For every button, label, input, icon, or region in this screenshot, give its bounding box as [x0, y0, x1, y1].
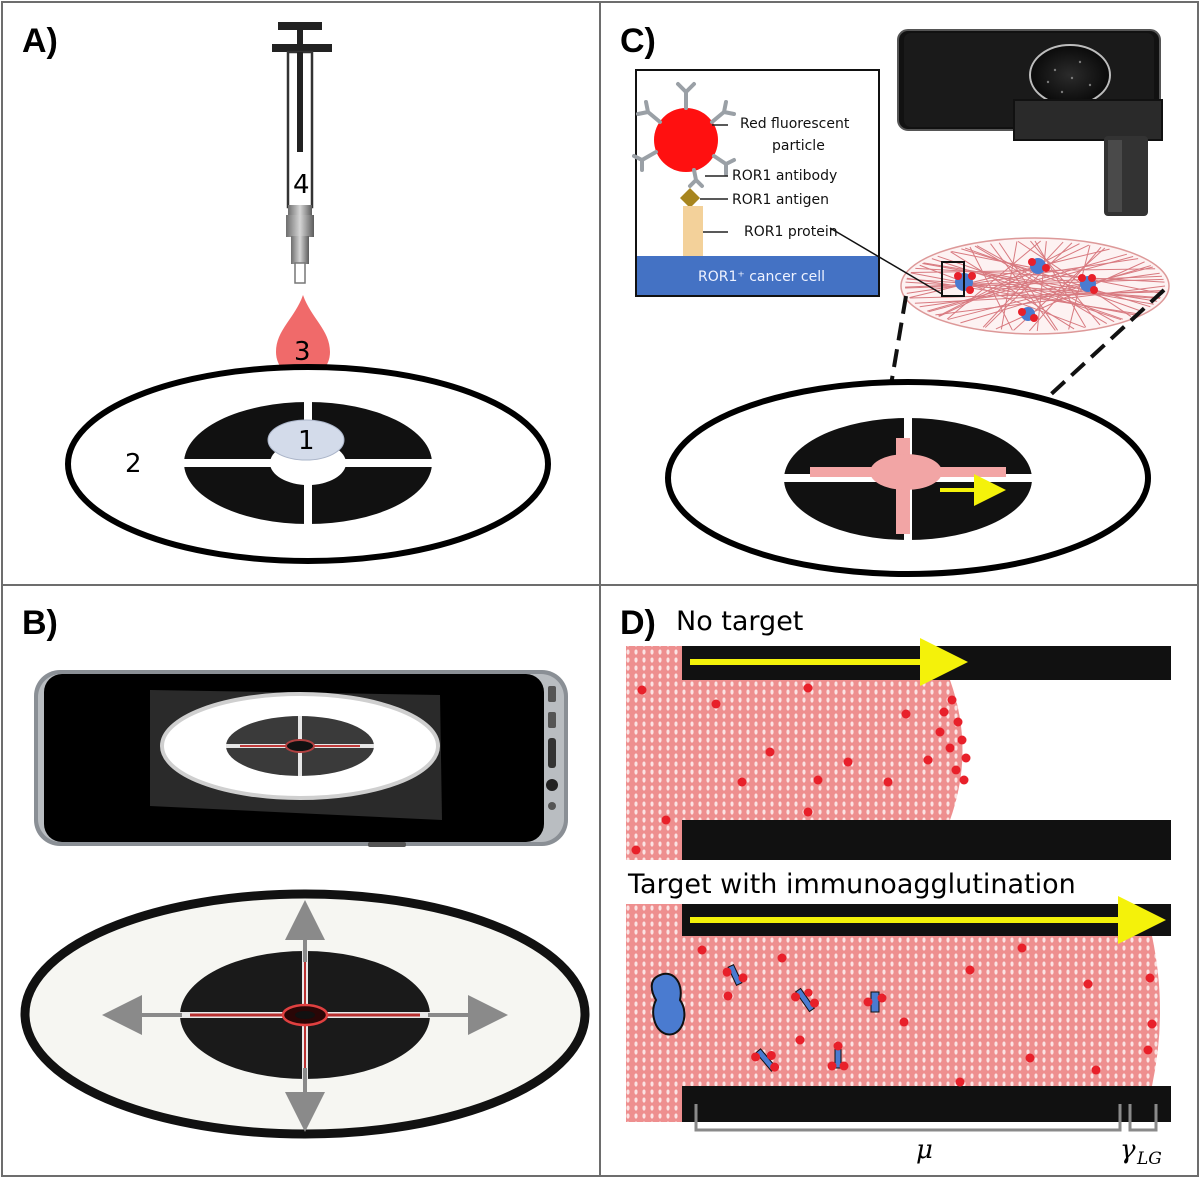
paper-fiber-view — [900, 237, 1170, 335]
fluorescent-particle — [961, 753, 971, 763]
syringe: 4 — [272, 22, 332, 284]
paper-fiber — [1030, 240, 1101, 326]
fluorescent-particle — [1091, 1065, 1101, 1075]
target-channel — [626, 896, 1171, 1122]
paper-fiber — [906, 258, 1139, 294]
paper-fiber — [919, 272, 1160, 308]
fluorescent-particle — [947, 695, 957, 705]
panel-c: C) ROR1⁺ cancer cell — [620, 22, 1170, 577]
mu-label: μ — [916, 1135, 933, 1165]
panel-d-letter: D) — [620, 604, 656, 642]
fluorescent-particle — [1017, 943, 1027, 953]
fluorescent-particle — [637, 685, 647, 695]
panel-c-letter: C) — [620, 22, 656, 60]
fluorescent-particle — [945, 743, 955, 753]
cell-label: ROR1⁺ cancer cell — [698, 269, 825, 285]
paper-device-c — [665, 379, 1151, 577]
fluorescent-particle — [777, 953, 787, 963]
paper-fiber — [919, 264, 1085, 329]
sample-drop: 3 — [276, 295, 330, 379]
paper-fiber — [964, 247, 1143, 312]
paper-fiber — [984, 242, 1073, 328]
paper-fiber — [927, 253, 1128, 312]
fluorescent-particle — [795, 1035, 805, 1045]
fluorescent-particle — [959, 775, 969, 785]
binding-inset: ROR1⁺ cancer cell Red f — [632, 69, 880, 297]
antibody-particle — [632, 82, 736, 188]
gamma-label: γ — [1120, 1135, 1136, 1165]
fluorescent-particle — [1147, 1019, 1157, 1029]
agglutinated-cells — [954, 258, 1098, 322]
no-target-channel — [626, 638, 1171, 860]
measurement-brackets — [694, 1104, 1158, 1132]
fluorescent-particle — [901, 709, 911, 719]
fluorescent-particle — [955, 1077, 965, 1087]
drop-label: 3 — [294, 337, 311, 367]
fluorescent-particle — [1145, 973, 1155, 983]
syringe-label: 4 — [293, 170, 310, 200]
paper-label: 2 — [125, 449, 142, 479]
smartphone-c — [897, 29, 1163, 216]
paper-fiber — [1034, 240, 1087, 328]
paper-fiber — [961, 248, 1151, 308]
panel-b-letter: B) — [22, 604, 58, 642]
fluorescent-particle — [957, 735, 967, 745]
paper-device-a: 1 2 — [65, 364, 551, 564]
flow-arrows-b — [102, 900, 508, 1132]
fluorescent-particle — [965, 965, 975, 975]
fluorescent-particle — [723, 991, 733, 1001]
fluorescent-particle — [803, 683, 813, 693]
paper-fiber — [1036, 241, 1047, 332]
fluorescent-particle — [951, 765, 961, 775]
inset-label-particle-2: particle — [772, 138, 825, 154]
inset-label-protein: ROR1 protein — [744, 224, 838, 240]
inset-label-antibody: ROR1 antibody — [732, 168, 837, 184]
fluorescent-particle — [737, 777, 747, 787]
fluorescent-particle — [803, 807, 813, 817]
fluorescent-particle — [1083, 979, 1093, 989]
fluorescent-particle — [935, 727, 945, 737]
panel-a-letter: A) — [22, 22, 58, 60]
paper-fiber — [928, 255, 1134, 313]
paper-fiber — [1000, 241, 1018, 330]
sample-label: 1 — [298, 426, 315, 456]
agglutinates-d — [722, 964, 887, 1072]
inset-label-particle-1: Red fluorescent — [740, 116, 850, 132]
panel-d: D) No target Target with immunoagglutina… — [620, 604, 1171, 1169]
panel-a: A) 4 3 1 2 — [22, 22, 551, 564]
fluorescent-particle — [923, 755, 933, 765]
fluorescent-particle — [843, 757, 853, 767]
fluorescent-particle — [883, 777, 893, 787]
fluorescent-particle — [661, 815, 671, 825]
fluorescent-particle — [813, 775, 823, 785]
fluorescent-particle — [697, 945, 707, 955]
paper-fiber — [910, 272, 1135, 316]
paper-fiber — [982, 241, 1064, 328]
paper-fiber — [947, 266, 1153, 320]
fluorescent-particle — [631, 845, 641, 855]
panel-b: B) — [20, 604, 590, 1139]
fluorescent-particle — [1025, 1053, 1035, 1063]
gamma-subscript: LG — [1136, 1149, 1162, 1169]
paper-fiber — [905, 275, 1162, 288]
fluorescent-particle — [711, 699, 721, 709]
paper-fiber — [906, 278, 1161, 299]
fluorescent-particle — [939, 707, 949, 717]
smartphone-b — [34, 670, 568, 847]
no-target-title: No target — [676, 606, 803, 637]
target-title: Target with immunoagglutination — [627, 869, 1076, 900]
fluorescent-particle — [953, 717, 963, 727]
device-photo-b — [20, 889, 590, 1139]
paper-fiber — [938, 243, 1080, 317]
paper-fiber — [905, 281, 1160, 299]
fluorescent-particle — [1143, 1045, 1153, 1055]
fluorescent-particle — [765, 747, 775, 757]
paper-fiber — [909, 291, 1164, 299]
fluorescent-particle — [899, 1017, 909, 1027]
inset-label-antigen: ROR1 antigen — [732, 192, 829, 208]
